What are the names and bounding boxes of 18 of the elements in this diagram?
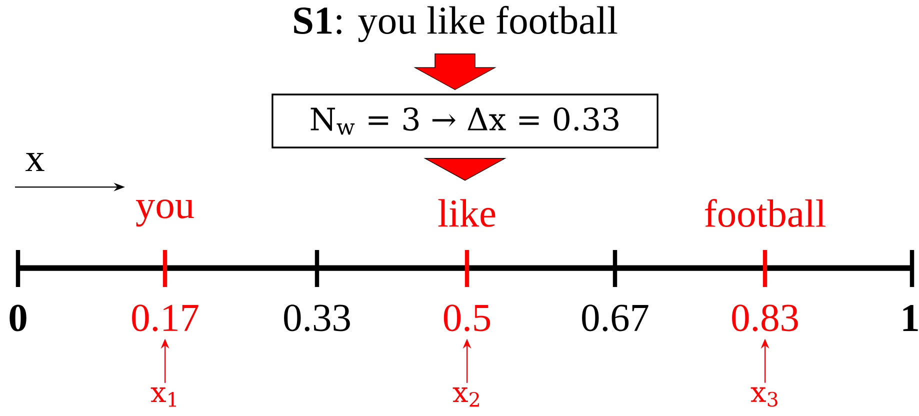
tick-label: 0.67	[582, 304, 648, 332]
word-label: you	[136, 199, 194, 227]
word-label: football	[705, 198, 826, 228]
tick-label: 0.17	[132, 304, 198, 332]
position-label: x$_{2}$	[452, 387, 479, 407]
tick-label: 0.83	[732, 304, 798, 332]
tick-label: 1	[903, 305, 918, 331]
tick-label: 0	[10, 304, 26, 332]
position-label: x$_{1}$	[150, 387, 176, 407]
word-label: like	[438, 199, 496, 227]
axis-label: x	[26, 152, 44, 172]
formula-box: N$_{w}$ = 3 → Δx = 0.33	[272, 94, 658, 148]
heading: S1: you like football	[294, 6, 618, 42]
block-arrow	[414, 53, 496, 90]
block-arrow	[424, 158, 506, 181]
position-label: x$_{3}$	[750, 387, 778, 407]
tick-label: 0.5	[444, 304, 490, 332]
tick-label: 0.33	[284, 304, 350, 332]
